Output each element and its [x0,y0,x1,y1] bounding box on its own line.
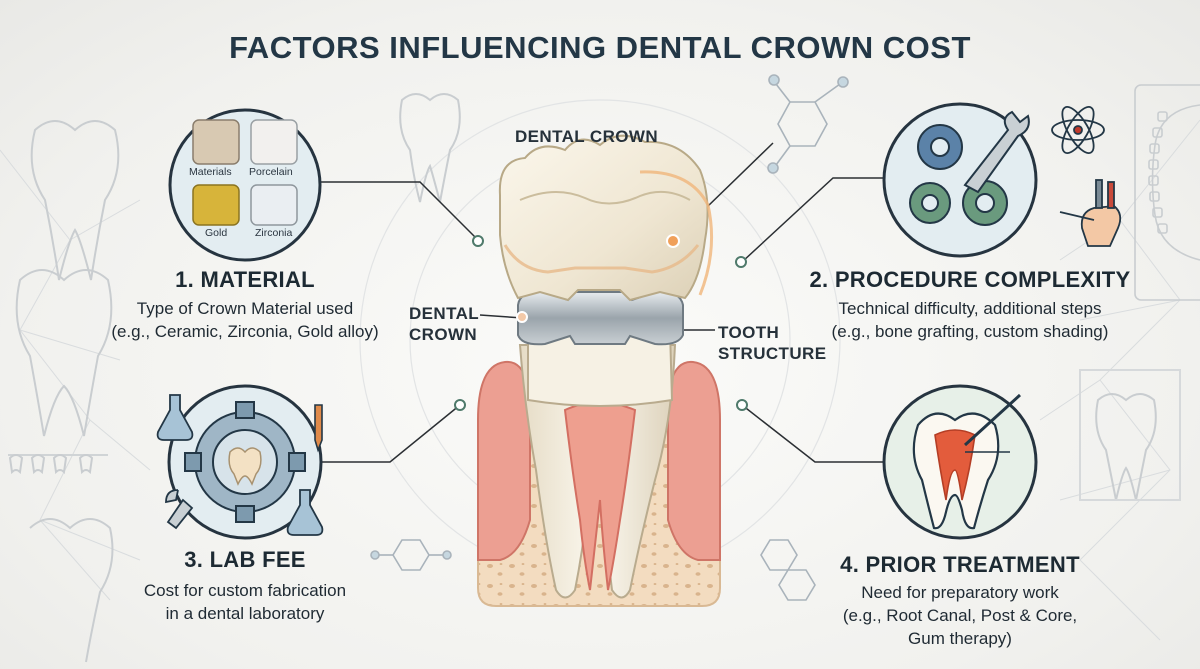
procedure-circle [882,102,1038,258]
gear-icon [909,124,1008,226]
ceramic-swatch [192,119,240,165]
material-label-porcelain: Porcelain [249,166,293,178]
factor-3-heading: 3. LAB FEE [184,547,306,572]
factor-4-line-1: Need for preparatory work [861,583,1059,602]
hand-tools-icon [1059,179,1122,247]
material-label-gold: Gold [205,227,228,239]
factor-3-line-1: Cost for custom fabrication [143,581,347,600]
wrench-icon [963,110,1030,194]
factor-2-line-2: (e.g., bone grafting, custom shading) [831,322,1109,341]
molecule-icon [370,74,849,601]
factor-2-line-1: Technical difficulty, additional steps [838,299,1102,318]
prior-treatment-circle [882,384,1038,540]
material-label-zirconia: Zirconia [255,227,293,239]
background-tooth-icon [8,93,1181,663]
gold-swatch [192,184,240,226]
structure-label-line1: TOOTH [718,323,780,342]
factor-3-line-2: in a dental laboratory [165,604,325,623]
crown-label-top: DENTAL CROWN [515,127,658,146]
factor-1-heading: 1. MATERIAL [175,267,315,292]
dental-drill-icon [314,404,323,453]
flask-icon [156,394,324,536]
crown-label-left-line1: DENTAL [409,304,480,323]
atom-icon [1051,106,1105,154]
structure-label-line2: STRUCTURE [718,344,827,363]
material-label-materials: Materials [189,166,232,178]
wrench-icon [165,489,194,530]
gear-icon [184,401,306,523]
tooth-icon [912,412,1000,530]
factor-4-line-2: (e.g., Root Canal, Post & Core, [842,606,1078,625]
zirconia-swatch [250,184,298,226]
page-title: FACTORS INFLUENCING DENTAL CROWN COST [229,30,971,65]
connector-dots [454,235,748,411]
porcelain-swatch [250,119,298,165]
dental-instrument-icon [963,393,1022,447]
factor-1-line-2: (e.g., Ceramic, Zirconia, Gold alloy) [111,322,379,341]
factor-4-heading: 4. PRIOR TREATMENT [840,552,1080,577]
tooth-cross-section-icon [477,134,721,607]
dental-chart-icon [1134,84,1200,301]
lab-fee-circle [156,384,324,540]
crown-label-left-line2: CROWN [409,325,478,344]
factor-2-heading: 2. PROCEDURE COMPLEXITY [809,267,1131,292]
factor-1-line-1: Type of Crown Material used [136,299,354,318]
material-circle [168,108,322,262]
factor-4-line-3: Gum therapy) [908,629,1012,648]
